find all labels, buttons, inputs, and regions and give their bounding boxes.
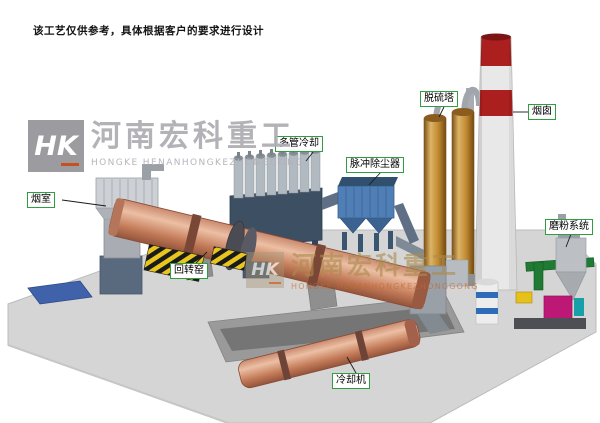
dust-leg-3	[374, 233, 379, 251]
dust-body	[337, 185, 395, 219]
chimney-top-opening	[481, 33, 511, 41]
hazard-barrier-2	[210, 246, 248, 271]
label-pulse-dust-collector: 脉冲除尘器	[346, 157, 404, 173]
silo-cap	[476, 278, 498, 286]
multi-tube-cooler	[229, 145, 323, 260]
callout-cooling-machine	[346, 356, 357, 374]
silo-band-1	[476, 292, 498, 298]
bag-filter-outlet-pipe	[142, 164, 151, 180]
dust-leg-2	[358, 234, 363, 252]
silo-band-2	[476, 308, 498, 314]
dust-to-tower-duct	[396, 236, 424, 260]
kiln-riding-ring-2	[307, 243, 326, 287]
cooling-machine	[238, 319, 421, 389]
label-grinding-system: 磨粉系统	[545, 219, 593, 235]
chimney-body	[475, 37, 517, 290]
desulfurization-tower-2	[451, 111, 475, 279]
mill-unit	[543, 295, 573, 321]
callout-rotary-kiln	[195, 251, 208, 264]
dust-leg-1	[342, 232, 347, 250]
chimney-red-band-1	[475, 37, 517, 66]
label-desulfurization-tower: 脱硫塔	[420, 91, 458, 107]
label-chimney: 烟囱	[528, 104, 556, 120]
aux-cabinet	[445, 259, 469, 287]
label-cooling-machine: 冷却机	[332, 373, 370, 389]
dust-outlet-duct	[394, 203, 419, 244]
callout-grinding	[565, 233, 572, 248]
kiln-outlet-end	[411, 271, 431, 310]
silo-body	[475, 281, 499, 325]
bag-filter-outlet-elbow	[142, 164, 164, 171]
cooling-machine-ring-1	[277, 349, 292, 381]
label-smoke-chamber: 烟室	[27, 192, 55, 208]
chimney-shade-right	[509, 37, 517, 290]
label-multi-tube-cooler: 多管冷却	[275, 136, 323, 152]
kiln-inlet-end	[108, 198, 125, 236]
cooling-machine-end	[404, 319, 420, 347]
cyclone-body	[555, 237, 587, 273]
callout-smoke-chamber	[61, 199, 107, 207]
dust-panel-lines	[345, 187, 387, 217]
chimney-shade-left	[475, 37, 482, 290]
chimney	[474, 33, 518, 291]
pulse-dust-collector	[337, 177, 419, 252]
label-rotary-kiln: 回转窑	[170, 263, 208, 279]
kiln-riding-ring-1	[182, 213, 202, 257]
smoke-chamber-frame	[99, 255, 143, 295]
bag-filter-ribs	[103, 179, 153, 207]
green-pipe-vertical	[533, 261, 544, 291]
cooler-to-dust-duct	[322, 192, 338, 210]
kiln-drive-unit	[242, 261, 270, 279]
tower-pipe-2	[461, 86, 482, 117]
chimney-red-band-2	[475, 90, 517, 116]
dust-top-slab	[338, 177, 398, 186]
yellow-unit	[515, 291, 533, 304]
cyclone-cone	[555, 271, 587, 301]
disclaimer-note: 该工艺仅供参考，具体根据客户的要求进行设计	[33, 25, 264, 37]
dust-leg-4	[388, 231, 393, 249]
cooler-tubes	[233, 145, 321, 199]
platform-edge-line	[7, 344, 229, 423]
tower-cap-1	[424, 114, 446, 122]
callout-desulfurization	[438, 106, 445, 118]
cooling-pit-floor	[220, 306, 455, 351]
callout-multi-tube-cooler	[305, 150, 315, 162]
callout-lines	[61, 106, 572, 374]
teal-unit	[574, 298, 584, 316]
desulfurization-tower-1	[423, 117, 447, 277]
tower-cap-2	[452, 108, 474, 116]
cooling-machine-ring-2	[354, 330, 369, 362]
kiln-discharge-chute	[416, 310, 450, 334]
grind-base	[514, 318, 586, 329]
callout-dust-collector	[368, 171, 382, 186]
silo	[475, 278, 499, 325]
blue-foundation-pad	[27, 280, 93, 305]
